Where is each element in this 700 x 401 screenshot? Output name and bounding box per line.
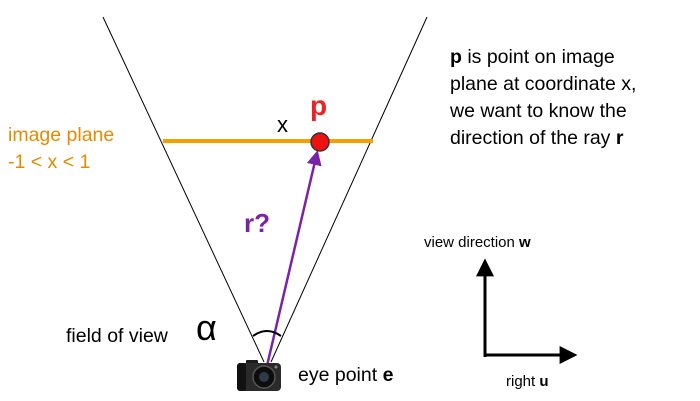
description-line-1-rest: is point on image [461, 46, 615, 68]
right-symbol: u [539, 373, 549, 390]
image-plane-title: image plane [8, 124, 115, 146]
ray-arrow [264, 150, 322, 371]
field-of-view-label: field of view [66, 325, 168, 347]
point-p [310, 132, 330, 152]
image-plane-range: -1 < x < 1 [8, 151, 91, 173]
camera-icon [237, 360, 281, 391]
image-plane-label: image plane -1 < x < 1 [8, 122, 114, 176]
right-prefix: right [506, 373, 540, 390]
view-direction-prefix: view direction [424, 234, 520, 251]
eye-point-label: eye point e [298, 364, 393, 387]
point-p-label: p [310, 90, 328, 121]
eye-point-prefix: eye point [298, 364, 383, 386]
description-line-4-prefix: direction of the ray [450, 127, 616, 149]
ray-label: r? [244, 208, 270, 238]
description-r-symbol: r [615, 127, 624, 149]
description-line-1: p is point on image [450, 44, 636, 71]
x-coordinate-label: x [277, 112, 288, 137]
view-direction-label: view direction w [424, 234, 531, 251]
description-line-2: plane at coordinate x, [450, 73, 637, 95]
eye-point-symbol: e [382, 364, 394, 386]
frustum-right-edge [270, 16, 428, 363]
fov-arc [252, 330, 282, 337]
description-text: p is point on image plane at coordinate … [450, 44, 636, 152]
description-line-4: direction of the ray r [450, 125, 636, 152]
frustum-left-edge [102, 16, 265, 363]
description-p-symbol: p [450, 46, 462, 68]
alpha-symbol: α [196, 307, 217, 348]
view-direction-symbol: w [519, 234, 531, 251]
description-line-3: we want to know the [450, 100, 627, 122]
right-label: right u [506, 373, 549, 390]
